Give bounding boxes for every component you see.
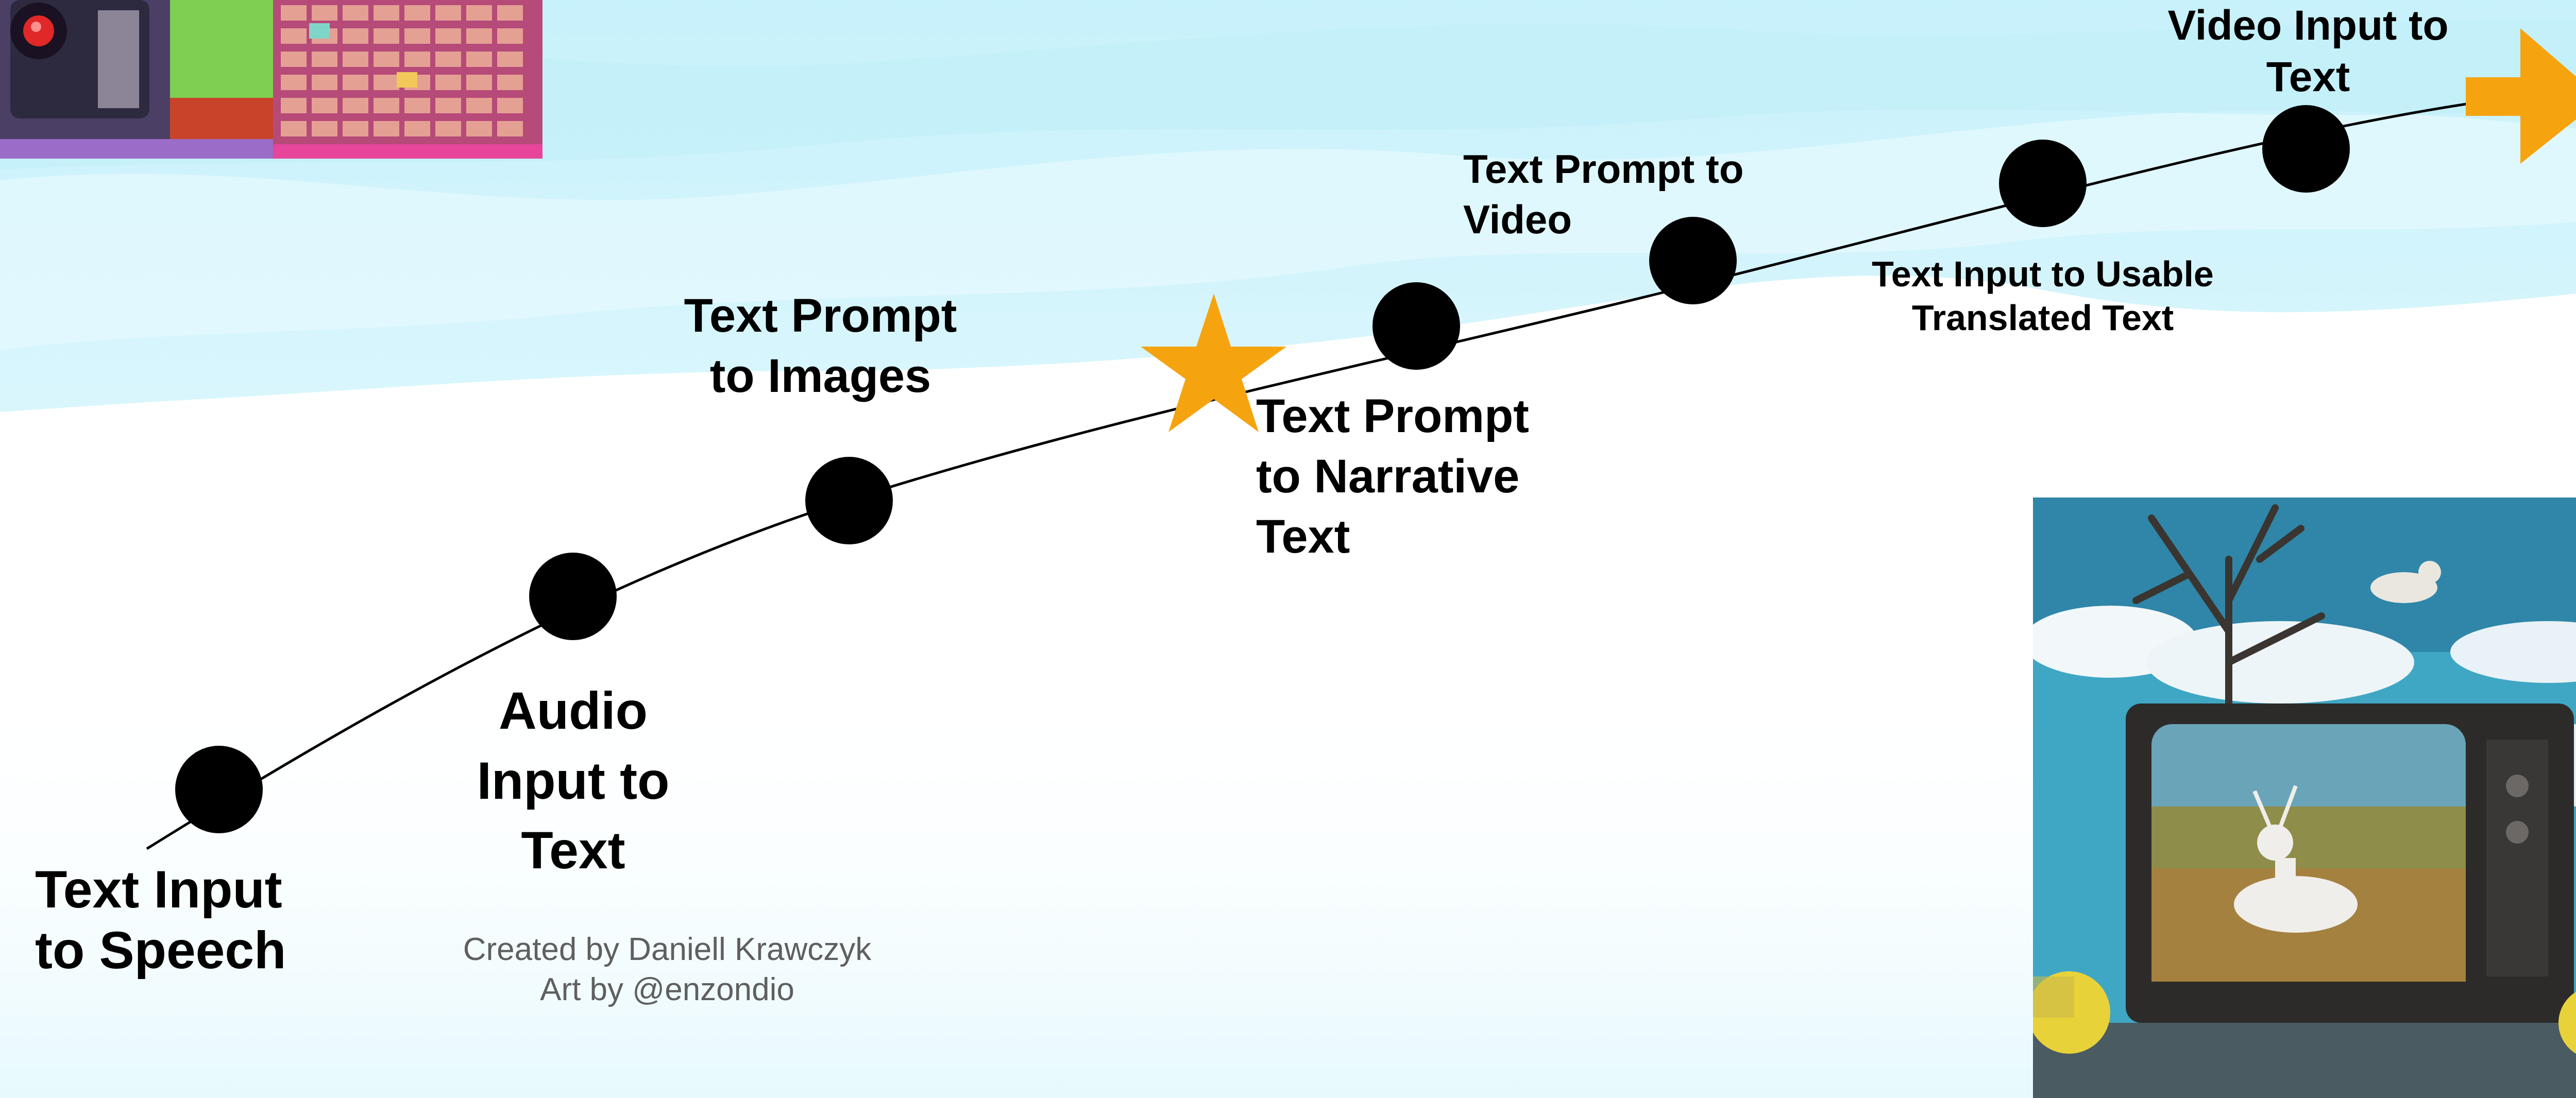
milestone-dot: [1372, 282, 1460, 370]
milestone-label-translated-text: Text Input to Usable Translated Text: [1872, 254, 2214, 338]
credits-author: Created by Daniell Krawczyk: [463, 932, 872, 967]
milestone-dot: [1999, 140, 2087, 227]
tv-deer-painting: [2033, 497, 2576, 1098]
milestone-label-video-to-text: Video Input to Text: [2167, 2, 2449, 101]
milestone-dot: [529, 553, 617, 640]
milestone-label-text-to-video: Text Prompt to Video: [1463, 146, 1744, 242]
milestone-label-text-to-speech: Text Input to Speech: [35, 860, 286, 980]
milestone-dot: [2262, 105, 2350, 193]
sky-wave-deep: [0, 20, 2576, 170]
sky-wave-light: [0, 110, 2576, 350]
milestone-label-text-to-images: Text Prompt to Images: [684, 289, 957, 402]
credits: Created by Daniell Krawczyk Art by @enzo…: [402, 930, 933, 1009]
timeline-curve: [146, 101, 2473, 850]
retro-tv-artwork: [0, 0, 543, 159]
arrow-right-icon: [2466, 28, 2576, 164]
credits-artist: Art by @enzondio: [540, 971, 794, 1007]
milestone-dot: [175, 746, 263, 833]
milestone-dot: [1649, 217, 1737, 304]
star-icon: [1141, 294, 1286, 432]
milestone-dot: [805, 457, 893, 544]
milestone-label-audio-to-text: Audio Input to Text: [477, 681, 670, 880]
milestone-label-text-to-narrative: Text Prompt to Narrative Text: [1256, 390, 1529, 563]
